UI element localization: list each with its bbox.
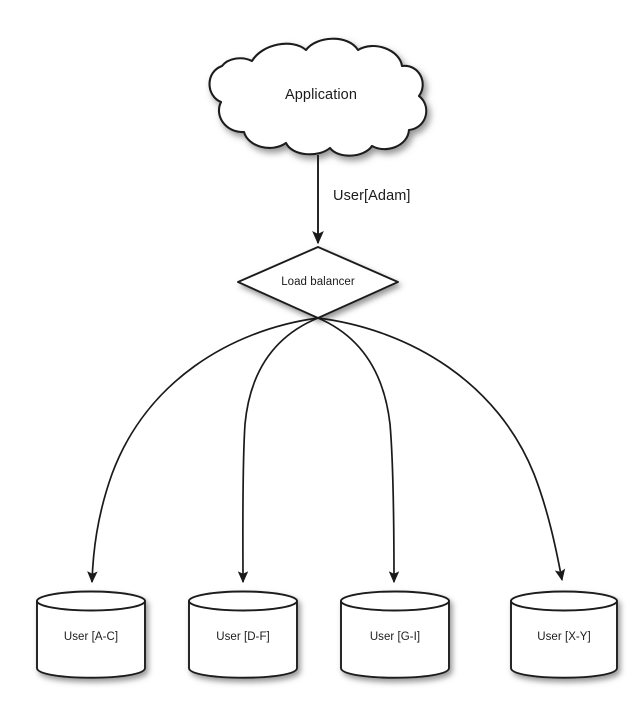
load-balancer-diamond-shape	[237, 246, 399, 319]
edge-to-db-a-c	[87, 317, 319, 584]
database-cylinder-db-x-y	[510, 590, 618, 679]
database-cylinder-db-g-i	[340, 590, 450, 679]
database-cylinder-db-d-f	[188, 590, 298, 679]
edge-to-db-d-f	[237, 317, 319, 584]
application-cloud-shape	[208, 37, 428, 157]
edge-to-db-g-i	[317, 317, 400, 584]
edge-group-load-balancer-to-databases	[87, 317, 566, 584]
edge-to-db-x-y	[317, 317, 566, 582]
database-cylinder-db-a-c	[36, 590, 146, 679]
